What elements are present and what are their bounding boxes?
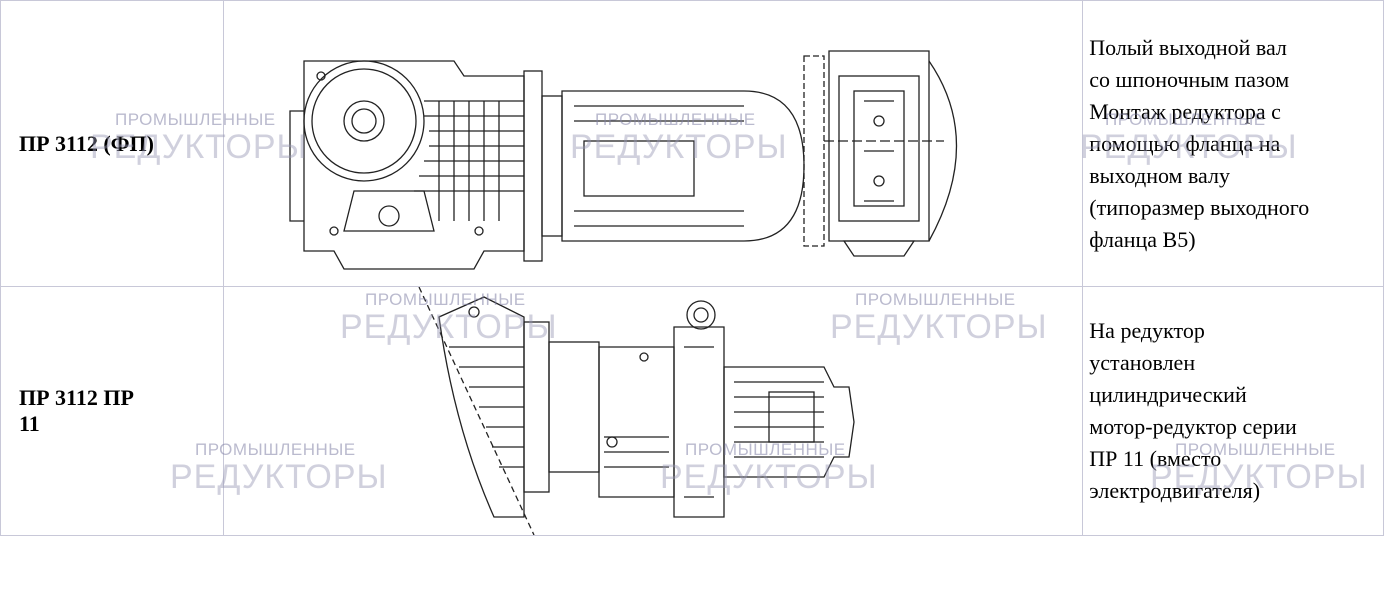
model-name-cell: ПР 3112 (ФП) — [0, 0, 225, 287]
description-line: мотор-редуктор серии — [1089, 414, 1297, 439]
description-line: цилиндрический — [1089, 382, 1247, 407]
model-name-cell: ПР 3112 ПР 11 — [0, 286, 225, 536]
model-name-line: ПР 3112 ПР — [19, 385, 134, 410]
model-name-line: 11 — [19, 411, 40, 436]
table-row: ПР 3112 (ФП) — [0, 0, 1384, 287]
gearbox-options-table: ПР 3112 (ФП) — [0, 0, 1384, 536]
drawing-cell — [223, 0, 1084, 287]
reducer-motor — [723, 366, 855, 478]
description-line: выходном валу — [1089, 162, 1230, 188]
description-line: (типоразмер выходного — [1089, 194, 1310, 220]
description-line: помощью фланца на — [1089, 130, 1281, 156]
gearbox-partial-view — [418, 287, 535, 535]
description-line: Полый выходной вал — [1089, 34, 1287, 60]
description-line: установлен — [1089, 350, 1196, 375]
gearbox-motor-reducer-drawing — [418, 287, 855, 535]
drawing-cell — [223, 286, 1084, 536]
description-line: фланца B5) — [1089, 226, 1196, 252]
description-line: Монтаж редуктора с — [1089, 98, 1281, 124]
table-row: ПР 3112 ПР 11 — [0, 286, 1384, 536]
gearbox-side-view — [803, 50, 958, 257]
motor-side-view — [523, 70, 805, 262]
description-cell: Полый выходной вал со шпоночным пазом Мо… — [1082, 0, 1384, 287]
description-line: На редуктор — [1089, 318, 1205, 343]
description-cell: На редуктор установлен цилиндрический мо… — [1082, 286, 1384, 536]
flange-and-cylindrical-reducer — [523, 300, 725, 518]
model-name: ПР 3112 (ФП) — [19, 130, 154, 156]
description-line: со шпоночным пазом — [1089, 66, 1290, 92]
description-line: ПР 11 (вместо — [1089, 446, 1222, 471]
gearbox-flange-drawing — [289, 50, 958, 270]
description-line: электродвигателя) — [1089, 478, 1261, 503]
gearbox-front-view — [289, 60, 525, 270]
